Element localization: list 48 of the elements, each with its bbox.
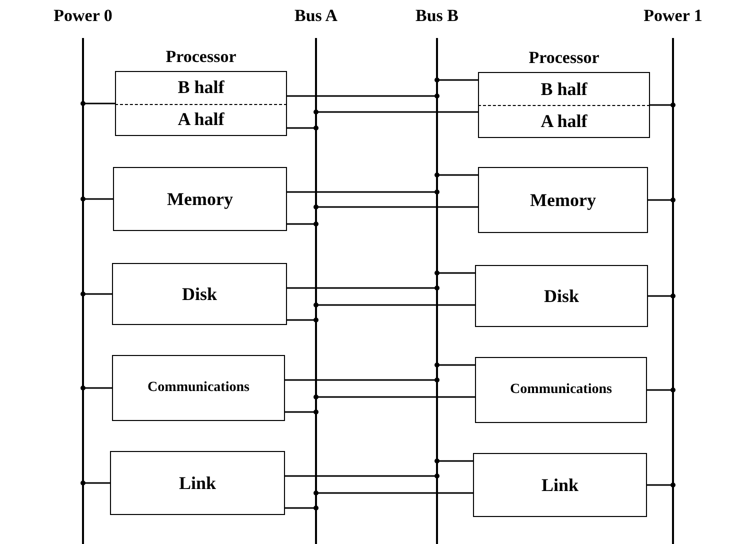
connector-line — [314, 490, 473, 496]
connector-line — [434, 172, 478, 178]
connector-line — [650, 102, 676, 108]
half-section: A half — [478, 105, 650, 138]
unit-box: Memory — [113, 167, 287, 231]
connector-line — [285, 474, 440, 478]
half-section: B half — [478, 72, 650, 105]
connector-line — [287, 190, 440, 194]
connector-line — [287, 126, 318, 130]
half-section: A half — [115, 104, 287, 136]
connector-line — [314, 204, 478, 210]
connector-line — [647, 482, 676, 488]
connector-line — [648, 294, 676, 298]
connector-line — [314, 302, 475, 308]
unit-box: Disk — [475, 265, 648, 327]
connector-line — [647, 388, 676, 392]
bus-label: Bus A — [294, 6, 338, 26]
connector-line — [314, 110, 478, 114]
connector-line — [648, 198, 676, 202]
connector-line — [434, 458, 473, 464]
half-section: B half — [115, 71, 287, 104]
connector-line — [314, 394, 475, 400]
connector-line — [287, 222, 318, 226]
connector-line — [80, 386, 112, 390]
bus-label: Power 1 — [644, 6, 702, 26]
connector-line — [434, 78, 478, 82]
connector-line — [434, 270, 475, 276]
connector-line — [80, 101, 115, 106]
connector-line — [80, 196, 113, 202]
connector-line — [285, 506, 318, 510]
bus-label: Power 0 — [54, 6, 112, 26]
unit-box: Communications — [475, 357, 647, 423]
unit-box: Communications — [112, 355, 285, 421]
connector-line — [287, 318, 318, 322]
unit-box: Memory — [478, 167, 648, 233]
bus-label: Bus B — [416, 6, 458, 26]
unit-box: Disk — [112, 263, 287, 325]
box-heading: Processor — [166, 47, 236, 67]
box-heading: Processor — [528, 48, 600, 68]
connector-line — [287, 94, 440, 98]
unit-box: Link — [473, 453, 647, 517]
connector-line — [287, 286, 440, 290]
connector-line — [80, 480, 110, 486]
connector-line — [285, 378, 440, 382]
connector-line — [434, 362, 475, 368]
unit-box: Link — [110, 451, 285, 515]
connector-line — [80, 292, 112, 296]
connector-line — [285, 410, 318, 414]
